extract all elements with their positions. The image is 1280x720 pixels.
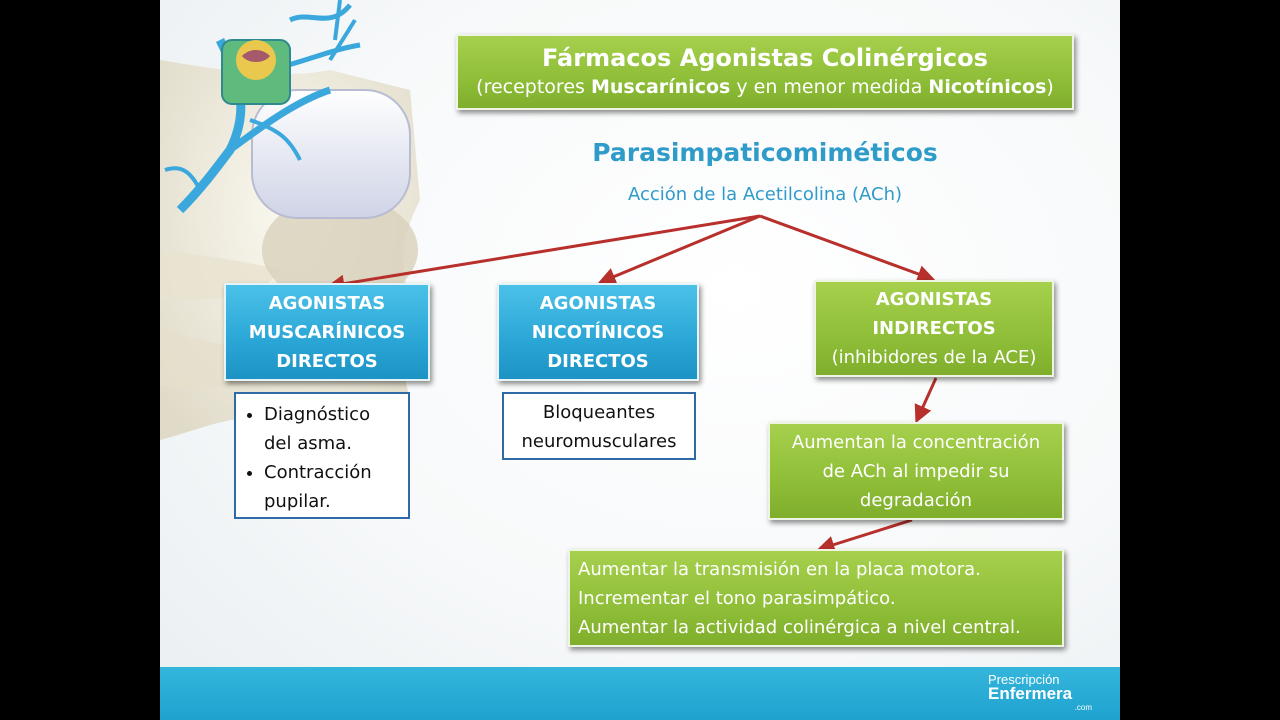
result-line: Aumentar la transmisión en la placa moto…: [578, 555, 1062, 584]
result-line: Aumentar la actividad colinérgica a nive…: [578, 613, 1062, 642]
box-line: Bloqueantes: [504, 398, 694, 427]
results-box: Aumentar la transmisión en la placa moto…: [568, 549, 1064, 647]
box-line: neuromusculares: [504, 427, 694, 456]
arrow-to-indirectos: [760, 216, 932, 279]
indirectos-effect-box: Aumentan la concentración de ACh al impe…: [768, 422, 1064, 520]
agonistas-indirectos-box: AGONISTAS INDIRECTOS (inhibidores de la …: [814, 280, 1054, 377]
box-line: Aumentan la concentración: [770, 428, 1062, 457]
arrow-to-muscarinicos: [330, 216, 760, 286]
title-line-2: (receptores Muscarínicos y en menor medi…: [458, 76, 1072, 98]
subtitle: Parasimpaticomiméticos: [460, 138, 1070, 167]
box-line: NICOTÍNICOS: [499, 318, 697, 347]
box-line: AGONISTAS: [226, 289, 428, 318]
prescripcion-enfermera-logo: Prescripción Enfermera .com: [988, 673, 1092, 715]
muscarinicos-uses-list: Diagnóstico del asma. Contracción pupila…: [234, 392, 410, 519]
arrow-effect-to-results: [820, 520, 912, 549]
box-line: degradación: [770, 486, 1062, 515]
box-line: DIRECTOS: [226, 347, 428, 376]
box-line: (inhibidores de la ACE): [816, 343, 1052, 372]
logo-line-3: .com: [988, 701, 1092, 715]
box-line: INDIRECTOS: [816, 314, 1052, 343]
agonistas-nicotinicos-box: AGONISTAS NICOTÍNICOS DIRECTOS: [497, 283, 699, 381]
list-item: Diagnóstico del asma.: [264, 400, 402, 458]
slide: Fármacos Agonistas Colinérgicos (recepto…: [160, 0, 1120, 720]
agonistas-muscarinicos-box: AGONISTAS MUSCARÍNICOS DIRECTOS: [224, 283, 430, 381]
list-item-line: Contracción: [264, 458, 402, 487]
footer-bar: Prescripción Enfermera .com: [160, 667, 1120, 720]
box-line: DIRECTOS: [499, 347, 697, 376]
subsubtitle: Acción de la Acetilcolina (ACh): [460, 184, 1070, 205]
list-item-line: del asma.: [264, 429, 402, 458]
title-line-1: Fármacos Agonistas Colinérgicos: [458, 44, 1072, 72]
title-muscarinicos-word: Muscarínicos: [591, 76, 730, 98]
list-item-line: Diagnóstico: [264, 400, 402, 429]
arrow-indirectos-to-effect: [917, 378, 936, 420]
arrow-to-nicotinicos: [601, 216, 760, 282]
box-line: AGONISTAS: [816, 285, 1052, 314]
box-line: de ACh al impedir su: [770, 457, 1062, 486]
box-line: AGONISTAS: [499, 289, 697, 318]
logo-line-2: Enfermera: [988, 687, 1092, 701]
list-item-line: pupilar.: [264, 487, 402, 516]
title-box: Fármacos Agonistas Colinérgicos (recepto…: [456, 34, 1074, 110]
box-line: MUSCARÍNICOS: [226, 318, 428, 347]
title-nicotinicos-word: Nicotínicos: [928, 76, 1046, 98]
result-line: Incrementar el tono parasimpático.: [578, 584, 1062, 613]
nicotinicos-uses-box: Bloqueantes neuromusculares: [502, 392, 696, 460]
list-item: Contracción pupilar.: [264, 458, 402, 516]
